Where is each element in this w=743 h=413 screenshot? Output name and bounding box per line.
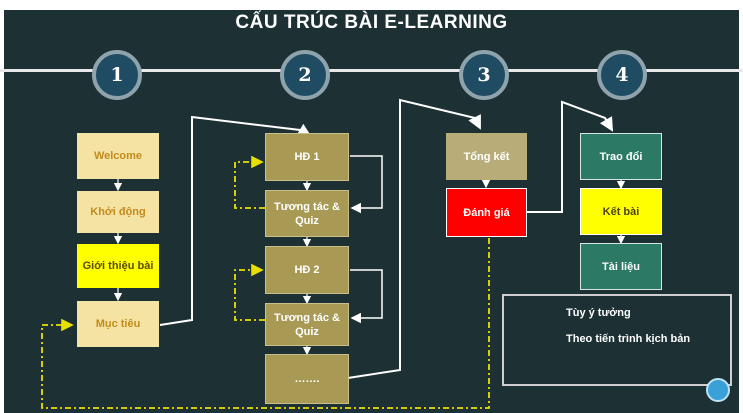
legend-box: [502, 294, 732, 386]
timeline-line: [0, 69, 743, 72]
step-circle-3: 3: [459, 50, 509, 100]
optional-loop-2: [234, 263, 265, 321]
step-circle-2: 2: [280, 50, 330, 100]
arrow-more-tongket: [347, 98, 481, 379]
box-more: …….: [265, 354, 349, 404]
box-danh-gia: Đánh giá: [446, 188, 527, 237]
slide-title: CẤU TRÚC BÀI E-LEARNING: [235, 12, 508, 33]
box-tuong-tac-quiz-2: Tương tác & Quiz: [265, 303, 349, 346]
box-hd2: HĐ 2: [265, 246, 349, 294]
box-muc-tieu: Mục tiêu: [77, 301, 159, 347]
top-strip: [0, 0, 743, 12]
box-tong-ket: Tổng kết: [446, 133, 527, 180]
arrow-hd1-quiz1-loop: [350, 155, 383, 214]
arrow-hd2-quiz2-loop: [350, 269, 383, 324]
box-gioi-thieu-bai: Giới thiệu bài: [77, 244, 159, 288]
arrow-danhgia-traodoi: [527, 100, 614, 213]
box-tai-lieu: Tài liệu: [580, 243, 662, 290]
optional-loop-1: [234, 155, 265, 209]
box-hd1: HĐ 1: [265, 133, 349, 181]
brand-logo-icon: [706, 378, 730, 402]
arrow-muctieu-hd1: [159, 115, 312, 326]
step-circle-1: 1: [92, 50, 142, 100]
optional-loop-return: [41, 238, 490, 409]
box-khoi-dong: Khởi động: [77, 191, 159, 233]
box-ket-bai: Kết bài: [580, 188, 662, 235]
step-circle-4: 4: [597, 50, 647, 100]
box-tuong-tac-quiz-1: Tương tác & Quiz: [265, 190, 349, 237]
legend-sequence-label: Theo tiến trình kịch bản: [566, 333, 691, 345]
box-welcome: Welcome: [77, 133, 159, 179]
box-trao-doi: Trao đổi: [580, 133, 662, 180]
legend-optional-label: Tùy ý tưởng: [566, 307, 631, 319]
